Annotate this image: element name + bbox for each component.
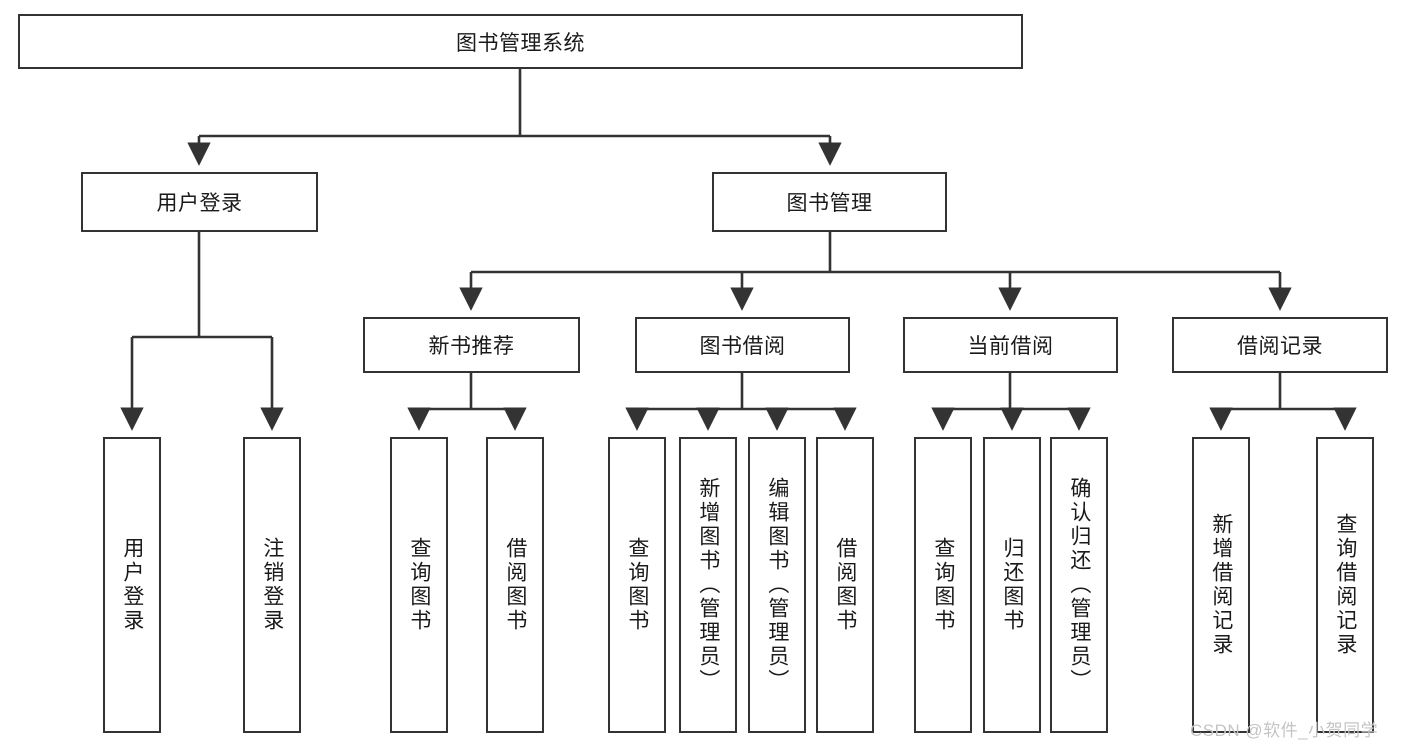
- node-user-login[interactable]: 用户登录: [81, 172, 318, 232]
- leaf-logout[interactable]: 注销登录: [243, 437, 301, 733]
- leaf-label: 新增图书（管理员）: [696, 477, 720, 693]
- leaf-label: 查询借阅记录: [1333, 513, 1357, 657]
- leaf-borrow-book-newbook[interactable]: 借阅图书: [486, 437, 544, 733]
- leaf-user-login[interactable]: 用户登录: [103, 437, 161, 733]
- leaf-add-borrow-record[interactable]: 新增借阅记录: [1192, 437, 1250, 733]
- leaf-label: 用户登录: [120, 537, 144, 633]
- leaf-label: 新增借阅记录: [1209, 513, 1233, 657]
- leaf-query-book-newbook[interactable]: 查询图书: [390, 437, 448, 733]
- node-current-borrow[interactable]: 当前借阅: [903, 317, 1118, 373]
- leaf-label: 确认归还（管理员）: [1067, 477, 1091, 693]
- leaf-label: 借阅图书: [503, 537, 527, 633]
- node-book-management[interactable]: 图书管理: [712, 172, 947, 232]
- leaf-query-borrow-record[interactable]: 查询借阅记录: [1316, 437, 1374, 733]
- leaf-label: 查询图书: [931, 537, 955, 633]
- leaf-add-book-admin[interactable]: 新增图书（管理员）: [679, 437, 737, 733]
- leaf-query-book-current[interactable]: 查询图书: [914, 437, 972, 733]
- leaf-label: 借阅图书: [833, 537, 857, 633]
- leaf-return-book[interactable]: 归还图书: [983, 437, 1041, 733]
- leaf-label: 编辑图书（管理员）: [765, 477, 789, 693]
- node-borrow-record[interactable]: 借阅记录: [1172, 317, 1388, 373]
- node-root[interactable]: 图书管理系统: [18, 14, 1023, 69]
- leaf-label: 查询图书: [407, 537, 431, 633]
- leaf-label: 归还图书: [1000, 537, 1024, 633]
- leaf-edit-book-admin[interactable]: 编辑图书（管理员）: [748, 437, 806, 733]
- node-book-borrow[interactable]: 图书借阅: [635, 317, 850, 373]
- leaf-label: 注销登录: [260, 537, 284, 633]
- leaf-confirm-return-admin[interactable]: 确认归还（管理员）: [1050, 437, 1108, 733]
- csdn-watermark: CSDN @软件_小贺同学: [1190, 721, 1379, 740]
- leaf-borrow-book[interactable]: 借阅图书: [816, 437, 874, 733]
- leaf-query-book-borrow[interactable]: 查询图书: [608, 437, 666, 733]
- leaf-label: 查询图书: [625, 537, 649, 633]
- node-new-book-recommend[interactable]: 新书推荐: [363, 317, 580, 373]
